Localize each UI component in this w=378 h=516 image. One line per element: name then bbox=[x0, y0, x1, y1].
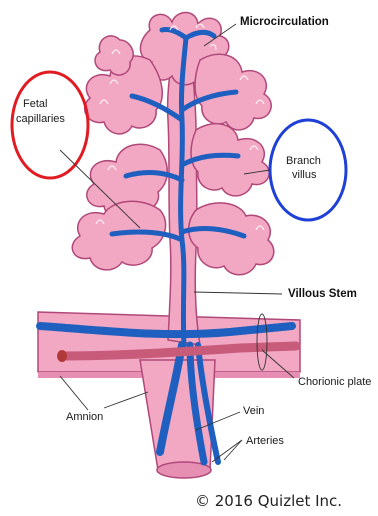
fetal-capillaries-highlight-circle bbox=[12, 72, 88, 178]
branch-villus-label-line1: Branch bbox=[286, 155, 321, 167]
branch-villus-label-line2: villus bbox=[292, 169, 317, 181]
arteries-label: Arteries bbox=[246, 435, 284, 447]
amnion-label: Amnion bbox=[66, 411, 103, 423]
vein-label: Vein bbox=[243, 405, 264, 417]
fetal-capillaries-label-line1: Fetal bbox=[23, 98, 47, 110]
villous-stem-label: Villous Stem bbox=[288, 288, 357, 300]
copyright-text: © 2016 Quizlet Inc. bbox=[195, 492, 342, 510]
microcirculation-label: Microcirculation bbox=[240, 16, 329, 28]
fetal-capillaries-label-line2: capillaries bbox=[16, 113, 65, 125]
chorionic-plate-label: Chorionic plate bbox=[298, 376, 371, 388]
